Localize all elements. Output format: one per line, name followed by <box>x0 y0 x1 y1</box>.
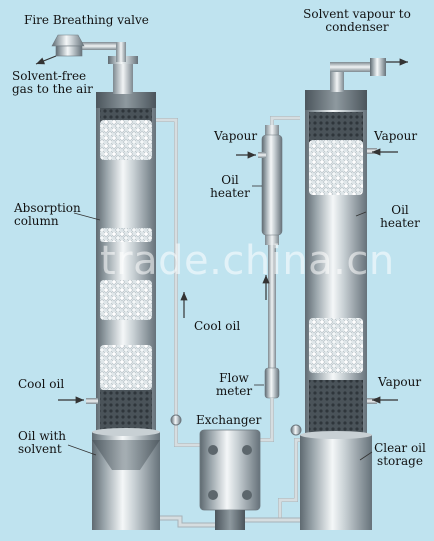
label-cool-oil-mid: Cool oil <box>194 319 241 333</box>
clear-oil-storage-tank <box>300 435 372 530</box>
label-oil-with-solvent-line1: Oil with <box>18 429 66 443</box>
label-flow-meter-line2: meter <box>215 384 253 398</box>
label-exchanger: Exchanger <box>196 413 262 427</box>
label-oil-heater-right: Oil heater <box>378 204 422 230</box>
heat-exchanger <box>199 429 261 530</box>
label-vapour-mid: Vapour <box>214 129 258 143</box>
label-solvent-free-gas-line1: Solvent-free <box>12 69 87 83</box>
label-oil-heater-mid: Oil heater <box>208 174 252 200</box>
label-oil-heater-mid-line2: heater <box>210 186 250 200</box>
label-vapour-right-bottom: Vapour <box>378 375 422 389</box>
leader-lines <box>67 185 373 461</box>
packing-bed-4 <box>100 345 152 390</box>
flow-arrows <box>35 55 408 404</box>
label-solvent-free-gas-line2: gas to the air <box>12 82 93 96</box>
label-oil-with-solvent: Oil with solvent <box>18 430 66 456</box>
label-cool-oil-left: Cool oil <box>18 377 65 391</box>
label-absorption-column-line1: Absorption <box>14 201 81 215</box>
label-clear-oil-storage-line1: Clear oil <box>374 441 426 455</box>
pump-right <box>290 424 302 436</box>
absorption-column <box>92 56 160 530</box>
label-flow-meter-line1: Flow <box>219 371 249 385</box>
packing-bed-right-2 <box>309 318 363 373</box>
packing-bed-1 <box>100 120 152 160</box>
pipe-network <box>156 116 305 528</box>
label-oil-heater-right-line2: heater <box>380 216 420 230</box>
packing-bed-2 <box>100 228 152 242</box>
label-oil-with-solvent-line2: solvent <box>18 442 62 456</box>
label-vapour-right-top: Vapour <box>374 129 418 143</box>
pump-left <box>170 414 182 426</box>
arrow-solvent-free-gas <box>35 55 57 65</box>
fire-breathing-valve <box>51 34 126 62</box>
label-fire-breathing-valve: Fire Breathing valve <box>24 13 149 27</box>
label-solvent-vapour-line1: Solvent vapour to <box>303 7 411 21</box>
desorption-column <box>300 58 386 530</box>
packing-bed-3 <box>100 280 152 320</box>
label-solvent-vapour-line2: condenser <box>325 20 389 34</box>
label-oil-heater-right-line1: Oil <box>391 203 409 217</box>
label-absorption-column: Absorption column <box>14 202 81 228</box>
packing-bed-right-1 <box>309 140 363 195</box>
label-solvent-vapour: Solvent vapour to condenser <box>294 8 420 34</box>
label-flow-meter: Flow meter <box>214 372 254 398</box>
label-solvent-free-gas: Solvent-free gas to the air <box>12 70 93 96</box>
label-absorption-column-line2: column <box>14 214 59 228</box>
watermark-text: trade.china.cn <box>100 238 395 284</box>
oil-heater-column <box>261 125 283 399</box>
label-clear-oil-storage: Clear oil storage <box>372 442 428 468</box>
flow-meter-body <box>264 367 280 399</box>
packing-bed-dark <box>100 390 152 435</box>
label-clear-oil-storage-line2: storage <box>377 454 423 468</box>
label-oil-heater-mid-line1: Oil <box>221 173 239 187</box>
